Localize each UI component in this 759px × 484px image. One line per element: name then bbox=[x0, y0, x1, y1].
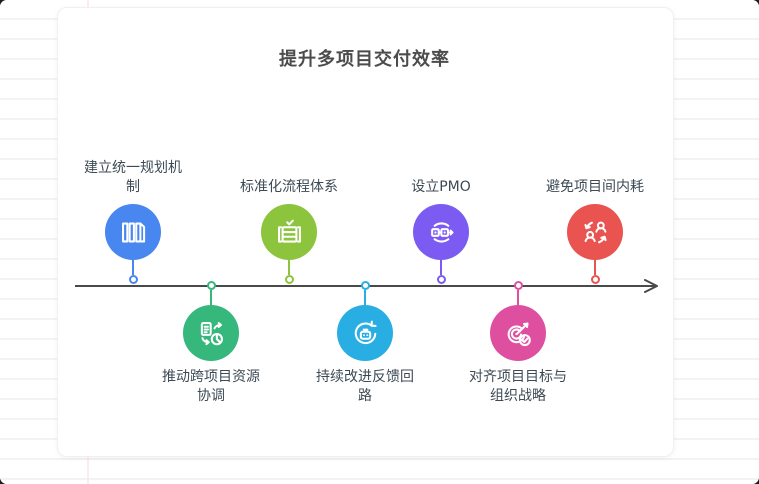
timeline-node-avoid-friction: 避免项目间内耗 bbox=[530, 152, 660, 284]
timeline-node-resource-coordination: 推动跨项目资源协调 bbox=[146, 281, 276, 406]
node-label: 建立统一规划机制 bbox=[84, 160, 182, 195]
node-connector bbox=[517, 290, 519, 305]
timeline-node-goal-alignment: 对齐项目目标与组织战略 bbox=[453, 281, 583, 406]
node-label: 推动跨项目资源协调 bbox=[162, 369, 260, 404]
node-label: 持续改进反馈回路 bbox=[316, 369, 414, 404]
node-label: 对齐项目目标与组织战略 bbox=[469, 369, 567, 404]
timeline-node-feedback-loop: 持续改进反馈回路 bbox=[300, 281, 430, 406]
node-dot bbox=[436, 275, 446, 284]
node-connector bbox=[440, 260, 442, 275]
node-dot bbox=[284, 275, 294, 284]
people-swap-icon bbox=[567, 204, 623, 260]
node-label: 设立PMO bbox=[411, 179, 471, 195]
node-connector bbox=[288, 260, 290, 275]
node-connector bbox=[132, 260, 134, 275]
node-dot bbox=[206, 281, 216, 290]
resource-sync-icon bbox=[183, 305, 239, 361]
timeline-node-standard-process: 标准化流程体系 bbox=[224, 152, 354, 284]
node-label: 标准化流程体系 bbox=[240, 179, 338, 195]
pmo-flow-icon bbox=[413, 204, 469, 260]
goal-target-icon bbox=[490, 305, 546, 361]
timeline-node-pmo: 设立PMO bbox=[376, 152, 506, 284]
node-connector bbox=[364, 290, 366, 305]
node-dot bbox=[360, 281, 370, 290]
timeline-node-unified-planning: 建立统一规划机制 bbox=[68, 152, 198, 284]
node-label: 避免项目间内耗 bbox=[546, 179, 644, 195]
node-dot bbox=[128, 275, 138, 284]
node-connector bbox=[594, 260, 596, 275]
page-title: 提升多项目交付效率 bbox=[279, 49, 450, 70]
node-dot bbox=[590, 275, 600, 284]
arrowhead-icon bbox=[644, 279, 658, 293]
process-stack-icon bbox=[261, 204, 317, 260]
node-connector bbox=[210, 290, 212, 305]
feedback-loop-icon bbox=[337, 305, 393, 361]
planning-books-icon bbox=[105, 204, 161, 260]
node-dot bbox=[513, 281, 523, 290]
